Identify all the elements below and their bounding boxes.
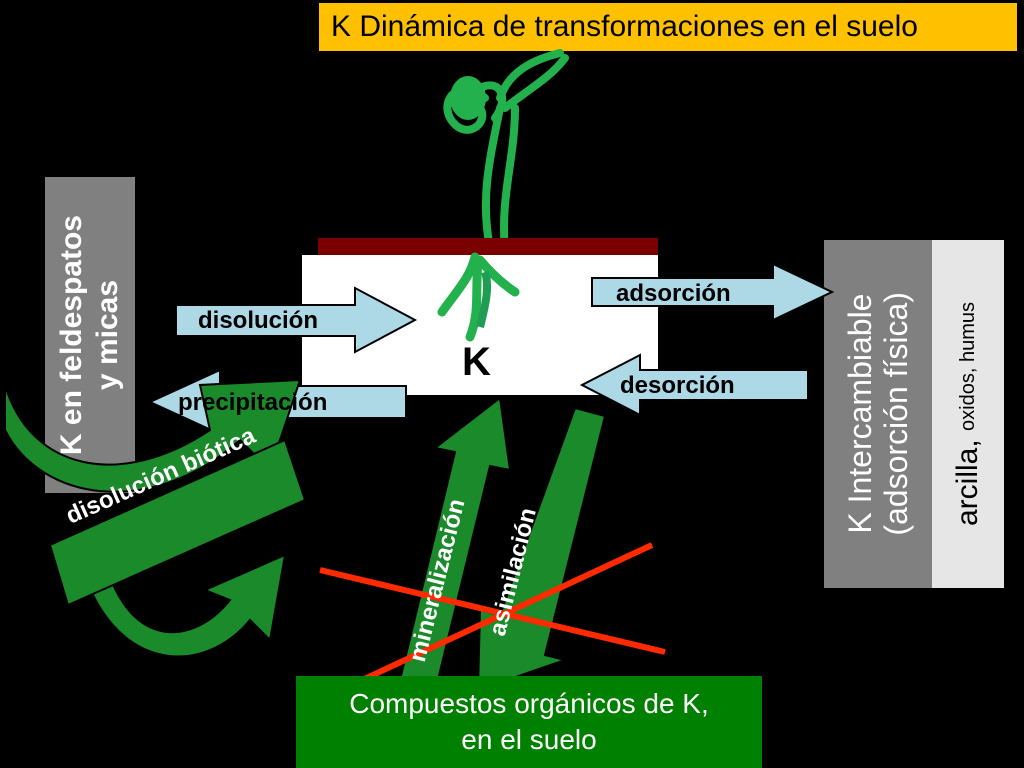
organic-compounds-box: Compuestos orgánicos de K, en el suelo bbox=[296, 676, 762, 768]
biotic-curve-arrow-bottom bbox=[78, 537, 287, 658]
adsorption-label: adsorción bbox=[616, 280, 731, 307]
dissolution-arrow bbox=[175, 286, 418, 354]
precipitation-label: precipitación bbox=[178, 389, 328, 416]
dissolution-label: disolución bbox=[198, 307, 318, 334]
adsorption-arrow bbox=[591, 262, 835, 322]
exchangeable-k-box: K Intercambiable (adsorción física) bbox=[824, 240, 932, 588]
feldspar-mica-box: K en feldespatos y micas bbox=[43, 175, 137, 495]
cross-line-1 bbox=[319, 567, 666, 655]
desorption-label: desorción bbox=[620, 372, 735, 399]
root-icon bbox=[437, 252, 520, 342]
potassium-label: K bbox=[462, 340, 491, 384]
soil-surface-bar bbox=[318, 238, 658, 258]
cross-line-2 bbox=[343, 542, 654, 691]
mineralization-arrow bbox=[398, 396, 512, 690]
clay-box: arcilla, oxidos, humus bbox=[932, 240, 1004, 588]
biotic-dissolution-band bbox=[48, 438, 307, 607]
organic-compounds-line1: Compuestos orgánicos de K, bbox=[349, 688, 709, 719]
desorption-arrow bbox=[579, 353, 809, 417]
organic-compounds-line2: en el suelo bbox=[461, 724, 597, 755]
page-title: K Dinámica de transformaciones en el sue… bbox=[318, 2, 1018, 52]
